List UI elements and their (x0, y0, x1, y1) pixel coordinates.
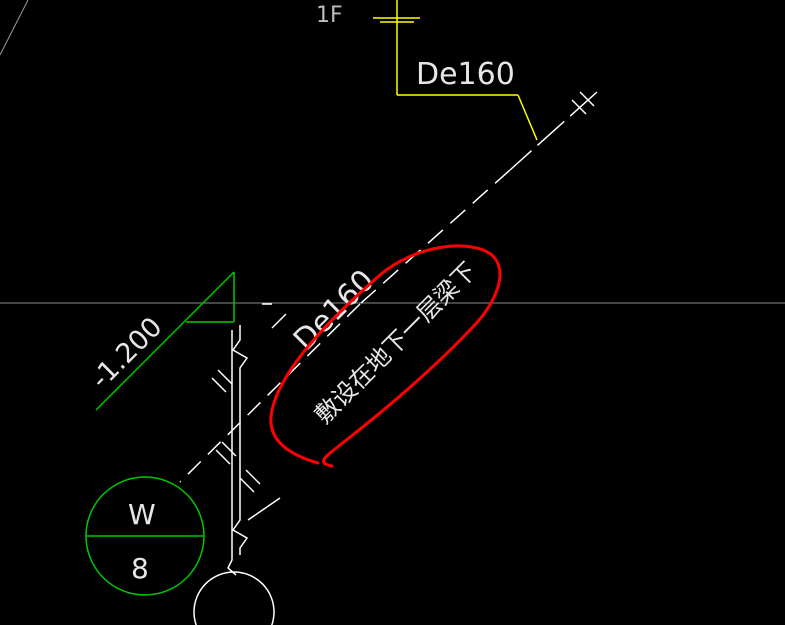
elevation-label-group: -1.200 (85, 311, 168, 394)
floor-label: 1F (316, 3, 343, 28)
vertical-riser-with-breaks (211, 303, 287, 576)
riser-pipe-yellow (373, 0, 538, 141)
elevation-marker (95, 271, 235, 411)
drain-symbol-number: 8 (131, 552, 149, 585)
pipe-size-label-top: De160 (416, 57, 515, 92)
elevation-label: -1.200 (85, 311, 168, 394)
pipe-size-label-diagonal: De160 (287, 263, 382, 358)
bottom-circle-symbol (193, 571, 275, 625)
main-pipe-diagonal (179, 91, 598, 483)
red-highlight-ellipse (269, 244, 502, 468)
drain-symbol (85, 476, 205, 596)
drain-symbol-letter: W (128, 498, 156, 531)
background-diagonal (0, 0, 29, 56)
pipe-size-label-diagonal-group: De160 (287, 263, 382, 358)
